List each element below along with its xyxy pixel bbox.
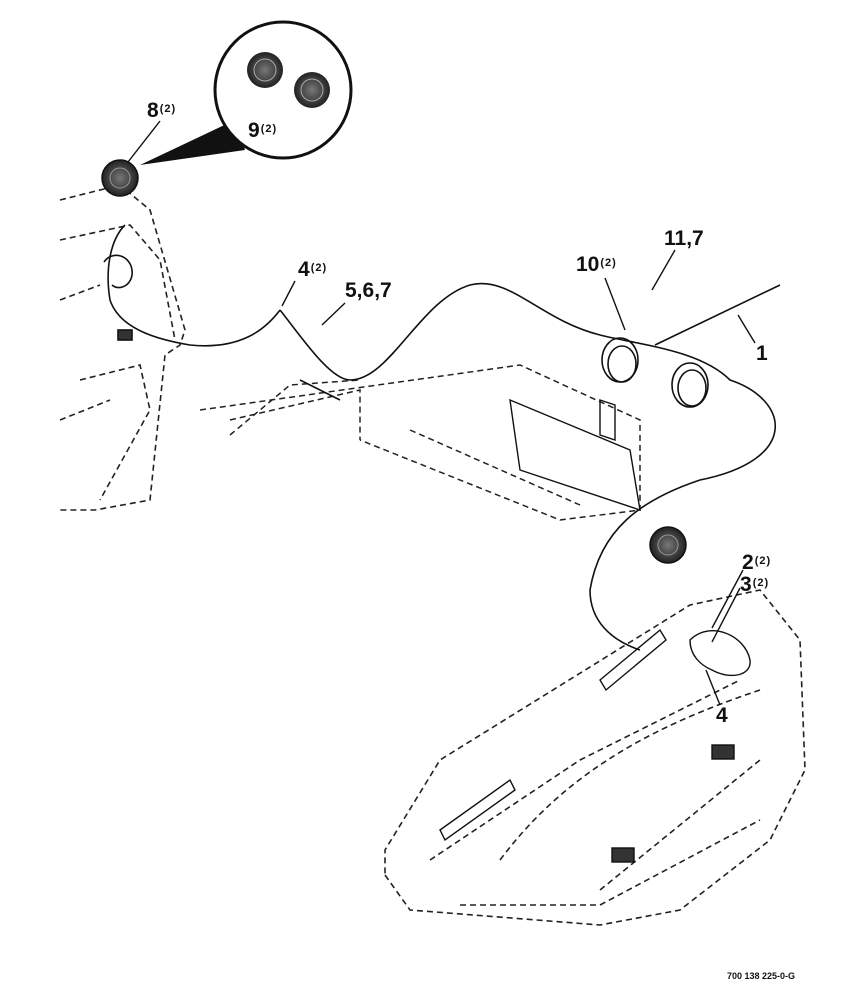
callout-3: 3(2) <box>740 573 770 596</box>
callout-10: 10(2) <box>576 253 617 276</box>
callout-1: 1 <box>756 342 768 365</box>
detail-bubble <box>140 20 353 165</box>
drawing-id: 700 138 225-0-G <box>727 971 796 981</box>
right-shield-slots <box>439 628 751 863</box>
left-frame <box>59 184 186 511</box>
callout-5-6-7: 5,6,7 <box>345 279 392 302</box>
callout-4-lower: 4 <box>716 704 728 727</box>
leader-lines <box>127 120 756 706</box>
callout-2: 2(2) <box>742 551 772 574</box>
callout-9: 9(2) <box>248 119 278 142</box>
left-bracket <box>103 254 133 341</box>
center-beam <box>199 364 641 521</box>
callout-8: 8(2) <box>147 99 177 122</box>
callout-11-7: 11,7 <box>664 227 704 250</box>
wiring-harness <box>107 224 781 651</box>
right-shield <box>384 589 806 926</box>
lamp-right <box>649 526 687 564</box>
callout-4-upper: 4(2) <box>298 258 328 281</box>
harness-coils <box>601 337 709 408</box>
center-plate <box>509 398 641 512</box>
lamp-left <box>101 159 139 197</box>
